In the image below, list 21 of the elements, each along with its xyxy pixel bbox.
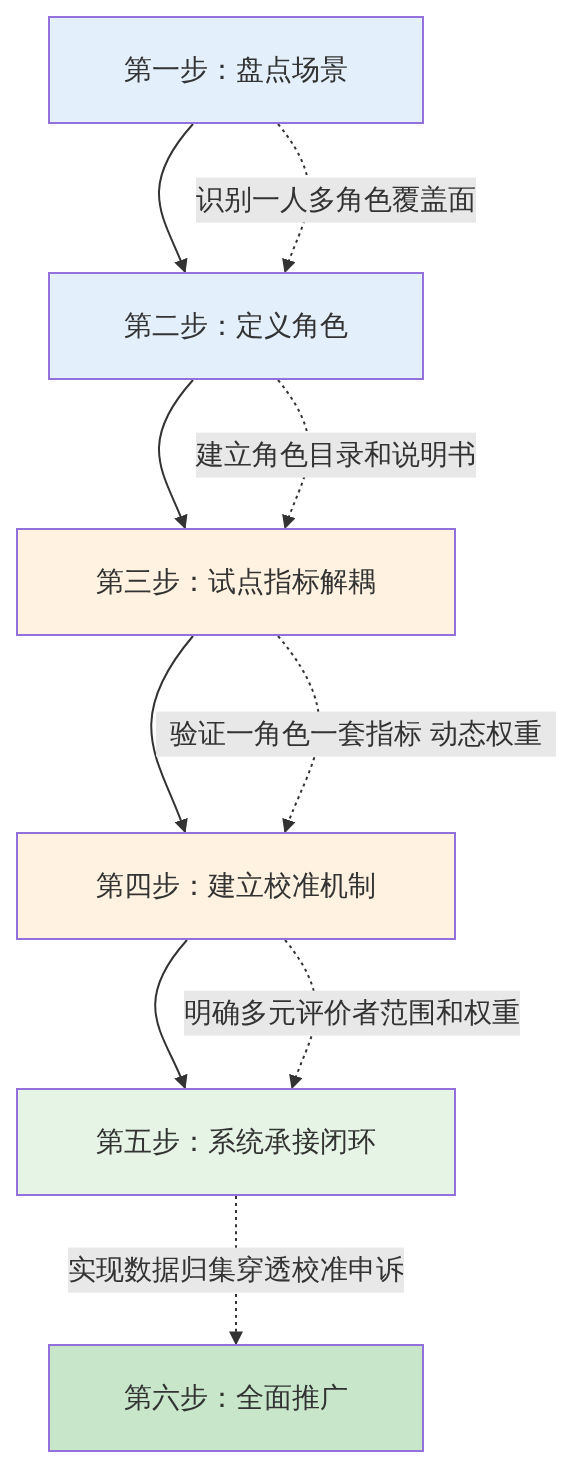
edge-label: 实现数据归集穿透校准申诉	[68, 1247, 404, 1293]
edge-label: 明确多元评价者范围和权重	[184, 990, 520, 1036]
step-text: 第二步：定义角色	[124, 308, 348, 344]
arrow	[154, 939, 188, 1090]
arrow	[158, 123, 194, 274]
process-box	[48, 272, 424, 380]
step-text: 第三步：试点指标解耦	[96, 564, 376, 600]
step-text: 第一步：盘点场景	[124, 52, 348, 88]
edge-label: 识别一人多角色覆盖面	[196, 177, 476, 223]
edge-label: 验证一角色一套指标 动态权重	[156, 711, 556, 757]
process-box	[16, 1088, 456, 1196]
process-box	[16, 528, 456, 636]
arrow	[158, 379, 194, 530]
step-text: 第五步：系统承接闭环	[96, 1124, 376, 1160]
process-box	[48, 16, 424, 124]
arrow	[150, 635, 194, 834]
process-box	[48, 1344, 424, 1452]
process-box	[16, 832, 456, 940]
step-text: 第四步：建立校准机制	[96, 868, 376, 904]
step-text: 第六步：全面推广	[124, 1380, 348, 1416]
edge-label: 建立角色目录和说明书	[196, 432, 476, 478]
